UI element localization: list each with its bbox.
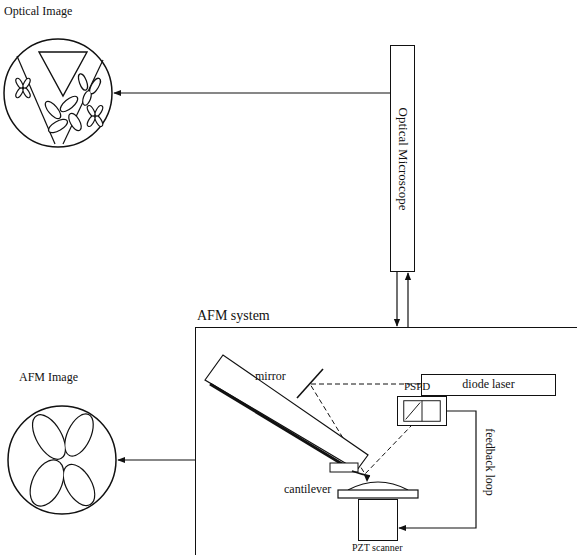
connector-arrow [399, 411, 476, 528]
node-label: AFM system [197, 308, 270, 323]
node-label: diode laser [462, 378, 514, 391]
microscope-box: Optical Microscope [390, 45, 415, 272]
image-circle: Optical Image [3, 38, 113, 148]
cantilever-holder [205, 355, 368, 472]
part-label: cantilever [284, 483, 331, 496]
node-label: Optical Microscope [395, 107, 409, 210]
image-circle: AFM Image [7, 405, 117, 515]
connector-arrow [396, 272, 397, 326]
sample-stage [338, 482, 418, 498]
node-label: Optical Image [4, 5, 72, 18]
laser-box: diode laser [421, 374, 556, 396]
connector-arrow [114, 92, 390, 93]
connector-arrow [407, 273, 408, 327]
node-label: PSPD [404, 380, 430, 392]
node-label: PZT scanner [352, 542, 403, 553]
photodetector-box: PSPD [397, 396, 447, 426]
scanner-tube: PZT scanner [358, 499, 398, 541]
system-frame: AFM systemdiode laserPSPDPZT scanner [195, 327, 577, 555]
node-label: AFM Image [19, 371, 78, 384]
part-label: mirror [255, 370, 286, 383]
cantilever-beam [352, 471, 370, 476]
connector-arrow [118, 459, 195, 460]
signal-label: feedback loop [482, 428, 495, 496]
probe-tip [364, 475, 370, 482]
